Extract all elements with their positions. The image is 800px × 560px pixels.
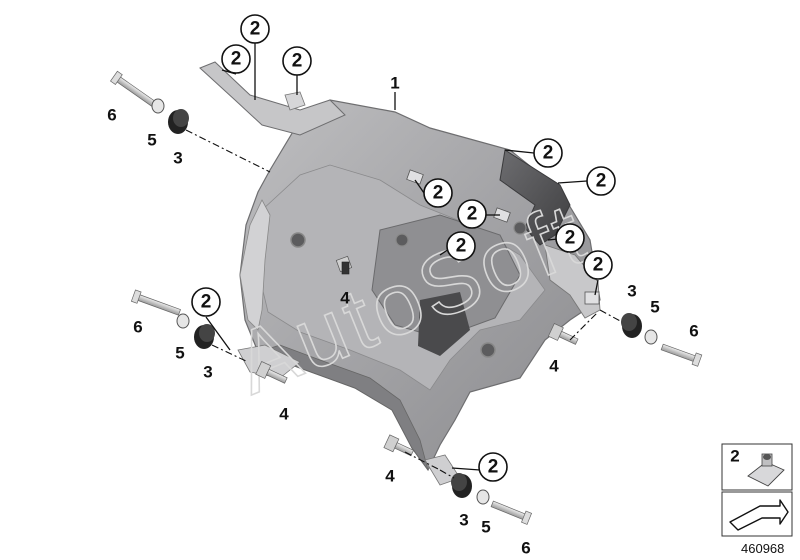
svg-text:2: 2 <box>231 49 242 70</box>
legend-box: 2 <box>721 443 793 537</box>
washer-right <box>644 329 658 345</box>
label-5-left: 5 <box>175 344 184 363</box>
rubber-mount-left-middle <box>194 324 215 349</box>
label-1: 1 <box>390 74 399 93</box>
bolt-left-middle <box>130 289 181 316</box>
svg-text:2: 2 <box>565 228 576 249</box>
callout-2-b: 2 <box>221 44 251 74</box>
clip-nut-icon <box>747 453 785 487</box>
label-3-bottom: 3 <box>459 511 468 530</box>
callout-2-f: 2 <box>423 178 453 208</box>
washer-top-left <box>151 98 165 114</box>
legend-part-number: 2 <box>730 447 739 466</box>
callout-2-c: 2 <box>282 46 312 76</box>
washer-left-middle <box>176 313 190 329</box>
label-3-left: 3 <box>203 363 212 382</box>
svg-text:2: 2 <box>543 143 554 164</box>
rubber-mount-right <box>621 313 642 338</box>
diagram-id: 460968 <box>741 541 784 556</box>
label-5-top-left: 5 <box>147 131 156 150</box>
rubber-mount-bottom <box>451 473 472 498</box>
bolt-right <box>660 343 703 367</box>
frame-bracket <box>199 61 601 486</box>
svg-text:2: 2 <box>433 183 444 204</box>
svg-text:2: 2 <box>593 255 604 276</box>
label-6-right: 6 <box>689 322 698 341</box>
label-6-top-left: 6 <box>107 106 116 125</box>
label-4-center: 4 <box>340 289 350 308</box>
screw-left-bottom <box>255 361 288 384</box>
callout-2-l: 2 <box>478 452 508 482</box>
label-3-top-left: 3 <box>173 149 182 168</box>
callout-2-j: 2 <box>583 250 613 280</box>
svg-text:2: 2 <box>292 51 303 72</box>
label-6-bottom: 6 <box>521 539 530 558</box>
screw-bottom <box>383 434 414 457</box>
svg-text:2: 2 <box>456 236 467 257</box>
washer-bottom <box>476 489 490 505</box>
screw-center <box>335 255 353 275</box>
label-4-left: 4 <box>279 405 289 424</box>
callout-2-h: 2 <box>446 231 476 261</box>
bolt-top-left <box>110 70 161 111</box>
rubber-mount-top-left <box>168 109 189 134</box>
screw-right <box>547 323 579 345</box>
svg-text:2: 2 <box>467 204 478 225</box>
label-5-bottom: 5 <box>481 518 490 537</box>
bolt-bottom <box>490 500 533 525</box>
svg-text:2: 2 <box>596 171 607 192</box>
label-4-right: 4 <box>549 357 559 376</box>
callout-2-d: 2 <box>533 138 563 168</box>
label-6-left: 6 <box>133 318 142 337</box>
callout-2-k: 2 <box>191 287 221 317</box>
label-4-bottom: 4 <box>385 467 395 486</box>
label-5-right: 5 <box>650 298 659 317</box>
callout-2-e: 2 <box>586 166 616 196</box>
callout-2-i: 2 <box>555 223 585 253</box>
svg-text:2: 2 <box>201 292 212 313</box>
svg-text:2: 2 <box>488 457 499 478</box>
arrow-icon <box>729 499 789 531</box>
callout-2-a: 2 <box>240 14 270 44</box>
callout-2-g: 2 <box>457 199 487 229</box>
svg-text:2: 2 <box>250 19 261 40</box>
label-3-right: 3 <box>627 282 636 301</box>
